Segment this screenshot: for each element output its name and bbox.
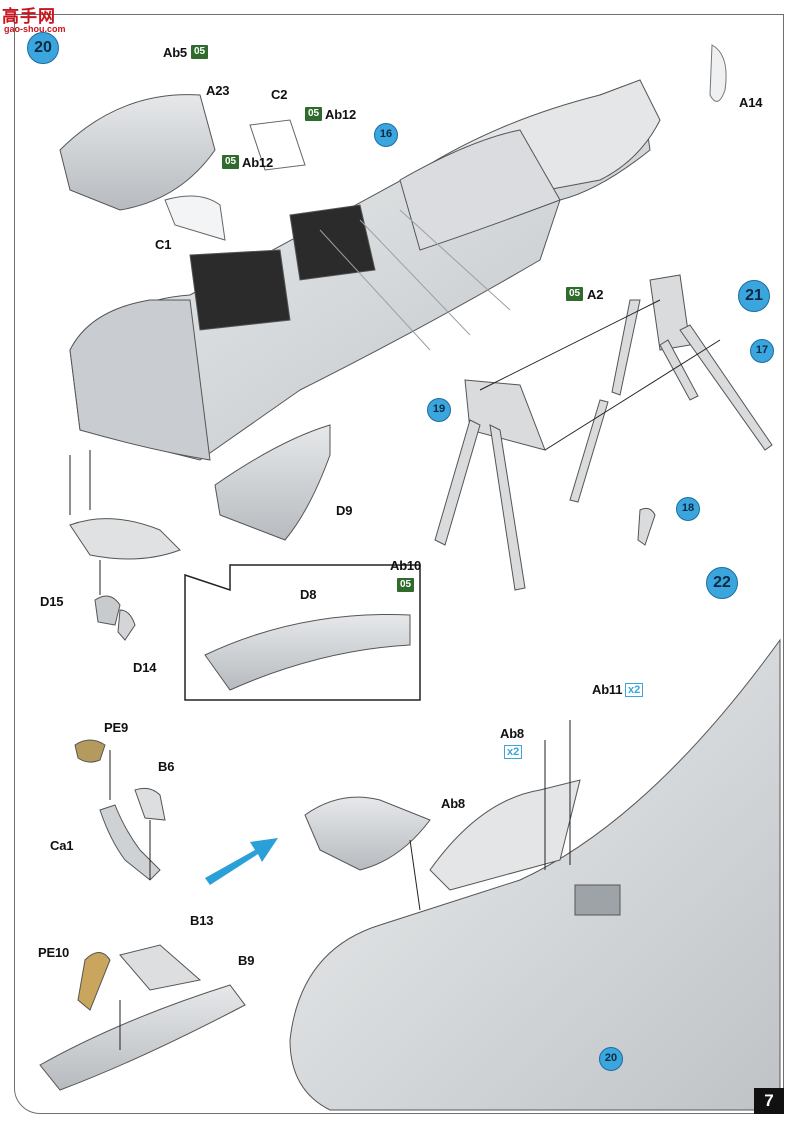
part-d8 — [204, 614, 411, 691]
paint-code-ab5: 05 — [191, 45, 208, 59]
paint-code-ab10: 05 — [397, 578, 414, 592]
label-pe9: PE9 — [104, 720, 128, 735]
part-a14 — [709, 44, 727, 102]
direction-arrow — [205, 838, 278, 885]
label-ca1: Ca1 — [50, 838, 74, 853]
label-ab5: Ab5 — [163, 45, 187, 60]
part-d15 — [94, 595, 121, 626]
label-d14: D14 — [133, 660, 157, 675]
watermark-logo: 高手网 gao-shou.com — [2, 2, 66, 34]
part-c2 — [249, 119, 306, 171]
label-ab8b: Ab8 — [441, 796, 465, 811]
label-d8: D8 — [300, 587, 317, 602]
paint-code-a2: 05 — [566, 287, 583, 301]
label-a14: A14 — [739, 95, 763, 110]
display-stand — [434, 274, 773, 591]
label-pe10: PE10 — [38, 945, 70, 960]
step-22-badge: 22 — [706, 567, 738, 599]
part-d14 — [117, 609, 136, 641]
rear-fuselage — [289, 638, 781, 1111]
part-a23 — [59, 94, 216, 211]
ref-17: 17 — [750, 339, 774, 363]
part-d9 — [214, 424, 331, 541]
watermark-url: gao-shou.com — [4, 24, 66, 34]
fuselage-front — [69, 79, 661, 461]
step-21-badge: 21 — [738, 280, 770, 312]
ref-16: 16 — [374, 123, 398, 147]
label-ab8a: Ab8 — [500, 726, 524, 741]
label-ab12b: Ab12 — [242, 155, 273, 170]
step-20-badge: 20 — [27, 32, 59, 64]
paint-code-ab12a: 05 — [305, 107, 322, 121]
label-ab10: Ab10 — [390, 558, 421, 573]
label-a2: A2 — [587, 287, 604, 302]
ref-18: 18 — [676, 497, 700, 521]
ref-20: 20 — [599, 1047, 623, 1071]
label-b6: B6 — [158, 759, 175, 774]
label-ab11: Ab11 — [592, 682, 623, 697]
page-number: 7 — [754, 1088, 784, 1114]
ref-19: 19 — [427, 398, 451, 422]
label-b9: B9 — [238, 953, 255, 968]
part-c1 — [164, 195, 226, 241]
label-d15: D15 — [40, 594, 64, 609]
guide-lines — [69, 299, 721, 1050]
paint-code-ab12b: 05 — [222, 155, 239, 169]
label-d9: D9 — [336, 503, 353, 518]
part-bottom-plate — [69, 518, 181, 560]
quantity-ab8: x2 — [504, 745, 523, 759]
label-c1: C1 — [155, 237, 172, 252]
watermark-text: 高手网 — [2, 7, 56, 26]
label-c2: C2 — [271, 87, 288, 102]
label-a23: A23 — [206, 83, 230, 98]
quantity-ab11: x2 — [625, 683, 644, 697]
label-b13: B13 — [190, 913, 214, 928]
page-frame — [14, 14, 784, 1114]
label-ab12a: Ab12 — [325, 107, 356, 122]
ski-assembly — [39, 739, 246, 1091]
